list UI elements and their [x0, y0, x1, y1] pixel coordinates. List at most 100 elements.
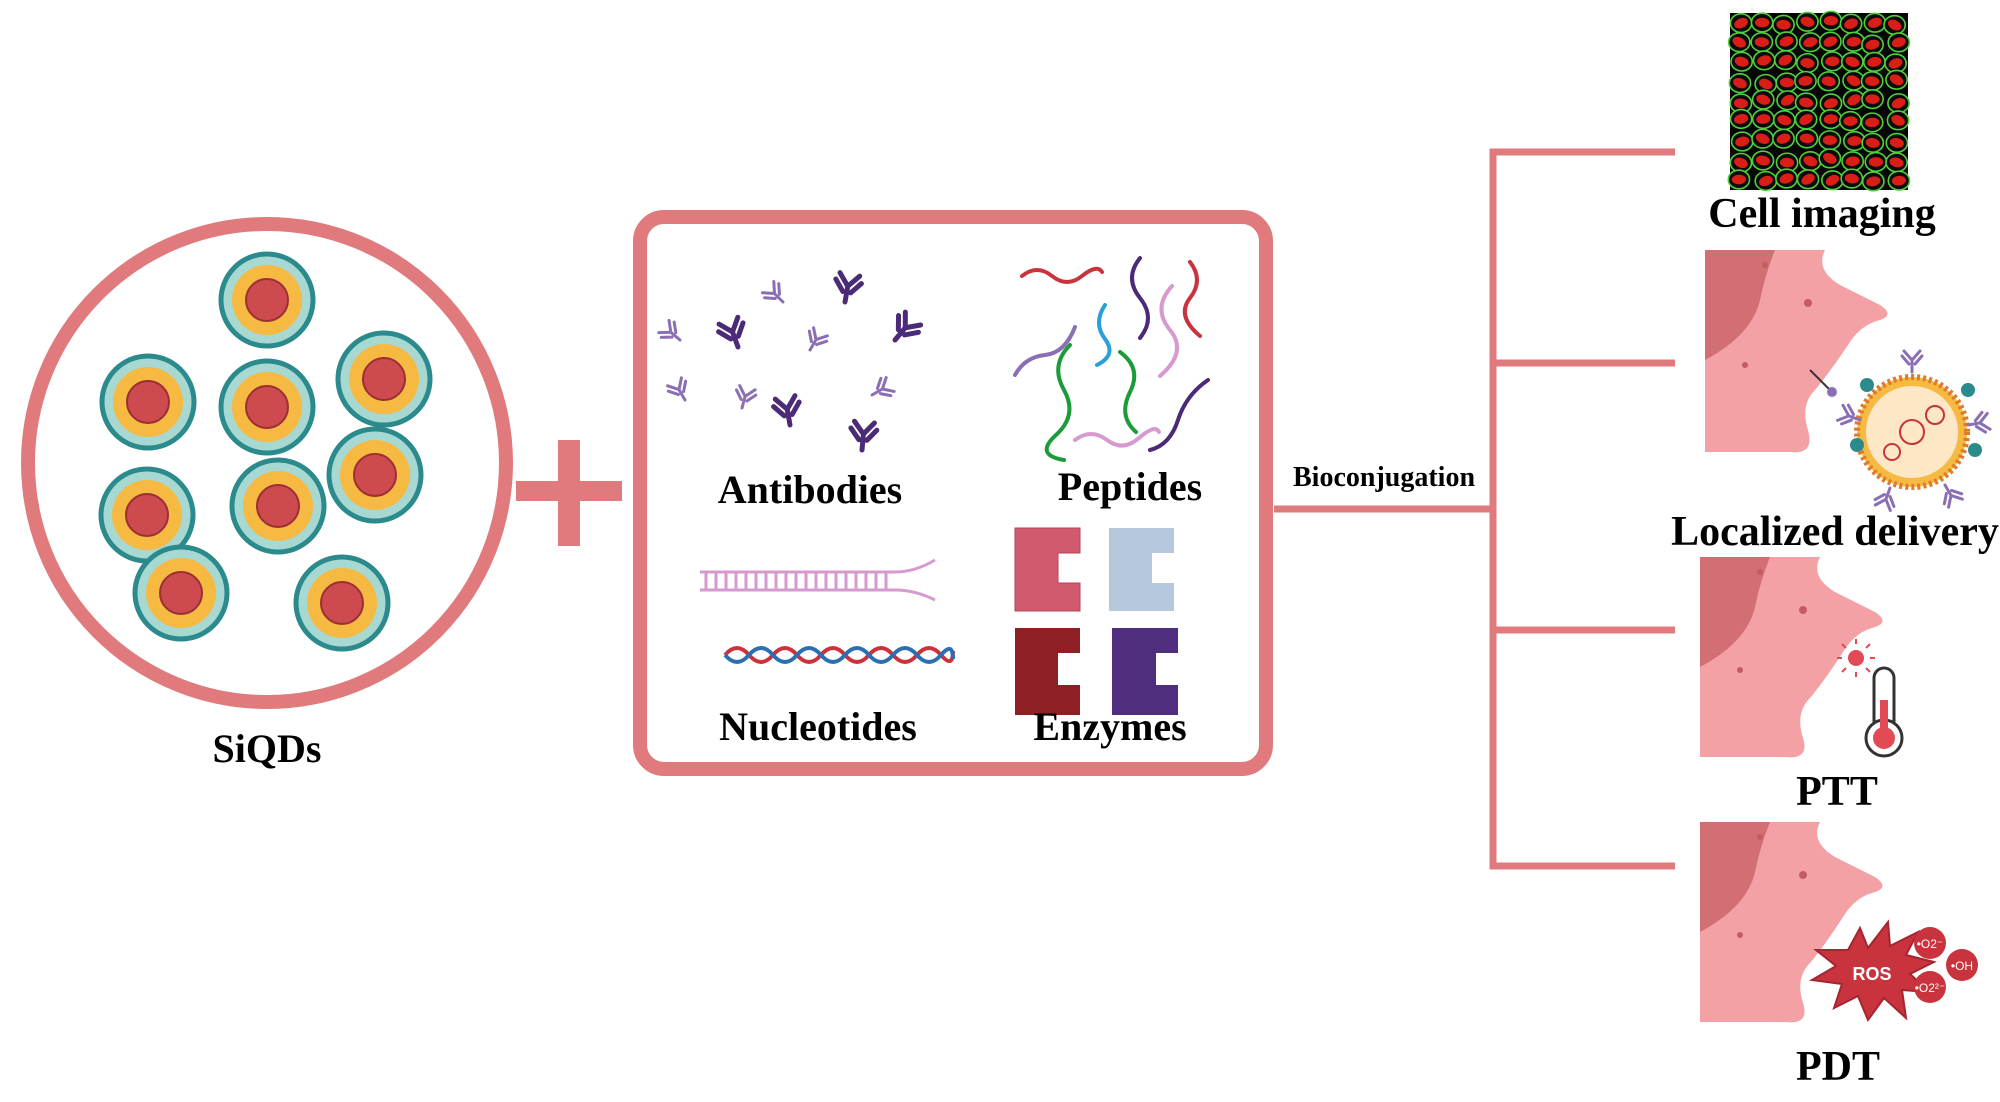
nucleotides-icon: [700, 558, 955, 664]
peptides-label: Peptides: [1058, 464, 1202, 509]
cell-nucleus: [1733, 98, 1749, 109]
nucleotides-label: Nucleotides: [719, 704, 917, 749]
cell-nucleus: [1756, 94, 1771, 105]
bioconjugation-label: Bioconjugation: [1293, 462, 1475, 493]
cell-nucleus: [1847, 94, 1861, 106]
cell-nucleus: [1823, 114, 1838, 124]
ptt-label: PTT: [1796, 769, 1878, 815]
cell-nucleus: [1868, 157, 1884, 167]
cell-nucleus: [1735, 136, 1750, 147]
cell-nucleus: [1823, 98, 1838, 109]
heat-sun-icon: [1837, 639, 1875, 677]
pdt-label: PDT: [1796, 1044, 1880, 1090]
quantum-dot: [293, 554, 391, 652]
cell-nucleus: [1734, 113, 1749, 124]
cell-nucleus: [1758, 175, 1773, 187]
enzymes-label: Enzymes: [1033, 704, 1186, 749]
quantum-dot: [132, 544, 230, 642]
cell-nucleus: [1846, 36, 1861, 47]
liposome-icon: [1835, 349, 1992, 513]
cell-imaging-panel: Cell imaging: [1708, 10, 1936, 237]
cell-nucleus: [1755, 155, 1770, 166]
cell-nucleus: [1891, 115, 1905, 126]
cell-nucleus: [1891, 175, 1907, 186]
cell-nucleus: [1865, 39, 1880, 50]
cell-nucleus: [1755, 133, 1770, 144]
localized-delivery-label: Localized delivery: [1671, 509, 1999, 555]
cell-nucleus: [1845, 156, 1860, 167]
cell-nucleus: [1778, 54, 1793, 66]
cell-nucleus: [1733, 77, 1747, 89]
cell-nucleus: [1844, 173, 1859, 184]
quantum-dot: [229, 457, 327, 555]
cell-nucleus: [1825, 56, 1840, 67]
cell-nucleus: [1779, 77, 1794, 88]
antibodies-label: Antibodies: [718, 467, 903, 512]
quantum-dot: [98, 466, 196, 564]
quantum-dots: [98, 251, 433, 652]
ptt-panel: PTT: [1700, 557, 1904, 815]
svg-text:•O2²⁻: •O2²⁻: [1915, 981, 1946, 995]
peroxide-bubble: [1914, 971, 1946, 1003]
cell-nucleus: [1889, 74, 1904, 86]
cell-nucleus: [1889, 137, 1904, 148]
cell-nucleus: [1822, 135, 1837, 146]
cell-nucleus: [1865, 94, 1880, 104]
cell-nucleus: [1891, 37, 1906, 48]
quantum-dot: [326, 426, 424, 524]
biomolecules-box: Antibodies Peptides Nucleotides: [633, 210, 1273, 776]
cell-nucleus: [1731, 174, 1747, 185]
cell-nucleus: [1803, 156, 1818, 167]
quantum-dot: [99, 353, 197, 451]
peptides-icon: [1013, 256, 1210, 462]
cell-nucleus: [1732, 36, 1746, 48]
cell-nucleus: [1846, 75, 1861, 87]
localized-delivery-panel: Localized delivery: [1671, 250, 1999, 555]
cell-nucleus: [1847, 136, 1862, 146]
quantum-dot: [218, 251, 316, 349]
cell-nucleus: [1798, 76, 1813, 86]
cell-nucleus: [1777, 115, 1792, 126]
cell-nucleus: [1825, 174, 1840, 186]
ros-burst-icon: [1808, 919, 1937, 1023]
cell-nucleus: [1799, 113, 1813, 125]
cell-nucleus: [1889, 157, 1904, 168]
cell-nucleus: [1754, 37, 1769, 47]
siqds-label: SiQDs: [213, 726, 322, 771]
cell-nucleus: [1866, 176, 1881, 187]
cell-nucleus: [1734, 56, 1749, 67]
cell-nucleus: [1865, 76, 1880, 86]
cell-nucleus: [1823, 152, 1837, 164]
cell-nucleus: [1821, 76, 1836, 87]
cell-nucleus: [1865, 117, 1880, 128]
quantum-dot: [218, 358, 316, 456]
cell-nucleus: [1867, 56, 1882, 67]
cell-nucleus: [1868, 17, 1882, 28]
cell-nucleus: [1800, 58, 1815, 68]
thermometer-icon: [1864, 666, 1904, 758]
cell-nucleus: [1801, 173, 1815, 185]
cell-nucleus: [1779, 157, 1795, 168]
cell-nucleus: [1891, 98, 1906, 109]
cell-nucleus: [1843, 116, 1858, 126]
cell-nucleus: [1756, 114, 1771, 124]
cell-nucleus: [1844, 18, 1858, 29]
cell-nucleus: [1779, 173, 1794, 184]
cell-nucleus: [1823, 36, 1838, 47]
cell-imaging-label: Cell imaging: [1708, 191, 1936, 237]
pdt-panel: ROS •O2⁻ •OH •O2²⁻ PDT: [1700, 822, 1978, 1090]
cell-nucleus: [1779, 36, 1794, 47]
cell-nucleus: [1799, 97, 1814, 108]
cell-nucleus: [1865, 137, 1880, 148]
superoxide-bubble: [1914, 927, 1946, 959]
cell-nucleus: [1734, 17, 1748, 29]
cell-nucleus: [1799, 133, 1814, 144]
svg-text:•O2⁻: •O2⁻: [1917, 937, 1944, 951]
plus-icon: [516, 440, 622, 546]
ros-label: ROS: [1852, 964, 1891, 984]
siqds-group: SiQDs: [21, 217, 513, 771]
cell-nucleus: [1776, 133, 1791, 144]
cell-nucleus: [1823, 15, 1839, 26]
cell-nucleus: [1803, 37, 1818, 48]
